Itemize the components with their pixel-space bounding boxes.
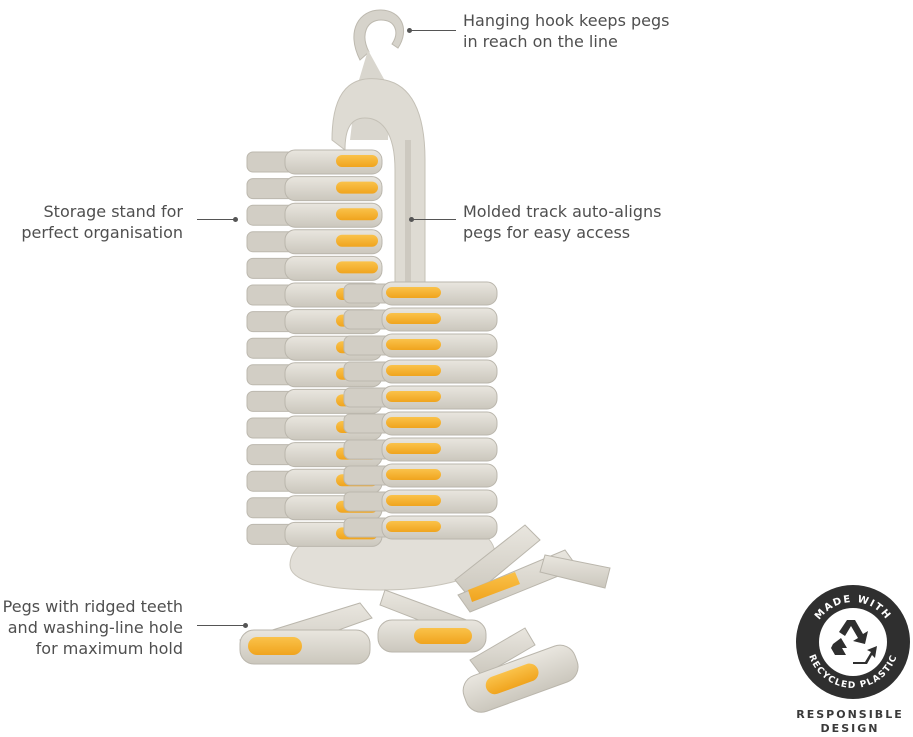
right-stacked-peg [343, 411, 498, 436]
left-stacked-peg [246, 255, 383, 281]
stand-leader [197, 219, 235, 220]
hook-callout-line2: in reach on the line [463, 32, 618, 51]
pegs-callout-line1: Pegs with ridged teeth [2, 597, 183, 616]
right-stacked-peg [343, 463, 498, 488]
hook-callout: Hanging hook keeps pegs in reach on the … [463, 10, 669, 52]
loose-peg-1 [239, 602, 373, 665]
left-stacked-peg [246, 229, 383, 255]
spine-track [331, 78, 426, 301]
right-stacked-peg [343, 333, 498, 358]
right-stacked-peg [343, 437, 498, 462]
loose-peg-4 [462, 627, 579, 713]
right-stacked-peg [343, 281, 498, 306]
left-stacked-peg [246, 176, 383, 202]
track-callout-line2: pegs for easy access [463, 223, 631, 242]
badge-caption-1: RESPONSIBLE [796, 708, 904, 721]
right-stacked-peg [343, 385, 498, 410]
stand-callout: Storage stand for perfect organisation [20, 201, 183, 243]
right-stacked-peg [343, 359, 498, 384]
hook-leader-dot [407, 28, 412, 33]
stand-callout-line1: Storage stand for [43, 202, 183, 221]
pegs-callout-line2: and washing-line hole [7, 618, 183, 637]
hook-leader [410, 30, 456, 31]
recycle-icon [831, 620, 877, 664]
right-stacked-peg [343, 515, 498, 540]
track-callout-line1: Molded track auto-aligns [463, 202, 662, 221]
loose-peg-2 [377, 589, 487, 653]
left-stacked-peg [246, 149, 383, 175]
right-stacked-peg [343, 307, 498, 332]
track-leader [412, 219, 456, 220]
track-callout: Molded track auto-aligns pegs for easy a… [463, 201, 662, 243]
left-stacked-peg [246, 202, 383, 228]
pegs-leader-dot [243, 623, 248, 628]
right-peg-column [343, 281, 498, 540]
pegs-callout-line3: for maximum hold [35, 639, 183, 658]
right-stacked-peg [343, 489, 498, 514]
pegs-callout: Pegs with ridged teeth and washing-line … [0, 596, 183, 659]
recycled-plastic-badge: MADE WITH RECYCLED PLASTIC [796, 585, 910, 699]
badge-caption-2: DESIGN [820, 722, 880, 735]
track-leader-dot [409, 217, 414, 222]
loose-peg-3 [454, 524, 611, 613]
stand-callout-line2: perfect organisation [21, 223, 183, 242]
stand-leader-dot [233, 217, 238, 222]
pegs-leader [197, 625, 245, 626]
hook-callout-line1: Hanging hook keeps pegs [463, 11, 670, 30]
